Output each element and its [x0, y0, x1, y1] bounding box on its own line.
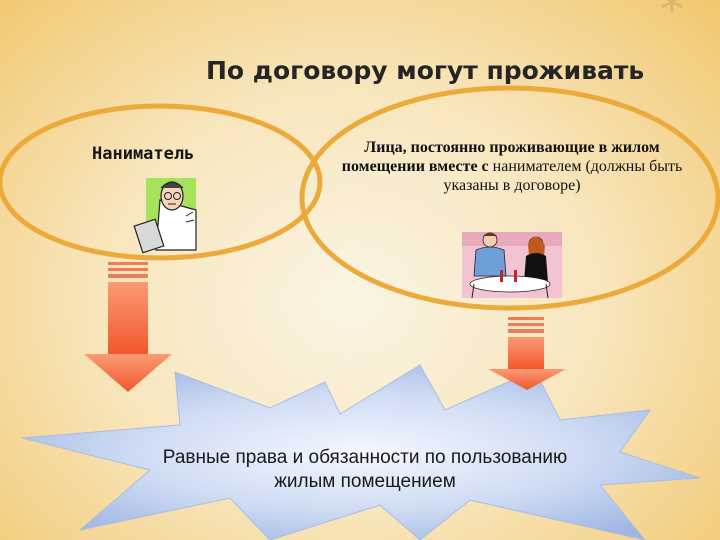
residents-ellipse: [299, 85, 720, 311]
residents-label: Лица, постоянно проживающие в жилом поме…: [336, 138, 688, 195]
explosion-star: [21, 364, 701, 540]
slide-title: По договору могут проживать: [206, 56, 645, 85]
right-down-arrow: [488, 317, 566, 390]
residents-label-regular: нанимателем (должны быть указаны в догов…: [443, 158, 683, 194]
equal-rights-line2: жилым помещением: [274, 471, 456, 492]
equal-rights-text: Равные права и обязанности по пользовани…: [110, 446, 620, 494]
equal-rights-line1: Равные права и обязанности по пользовани…: [162, 447, 568, 468]
employer-ellipse: [0, 103, 323, 261]
decorative-asterisk: *: [660, 0, 684, 36]
employer-label: Наниматель: [92, 144, 195, 164]
couple-at-table-image: [462, 232, 562, 299]
residents-label-bold: Лица, постоянно проживающие в жилом поме…: [341, 139, 660, 175]
man-with-clipboard-image: [133, 178, 197, 254]
left-down-arrow: [84, 262, 172, 392]
